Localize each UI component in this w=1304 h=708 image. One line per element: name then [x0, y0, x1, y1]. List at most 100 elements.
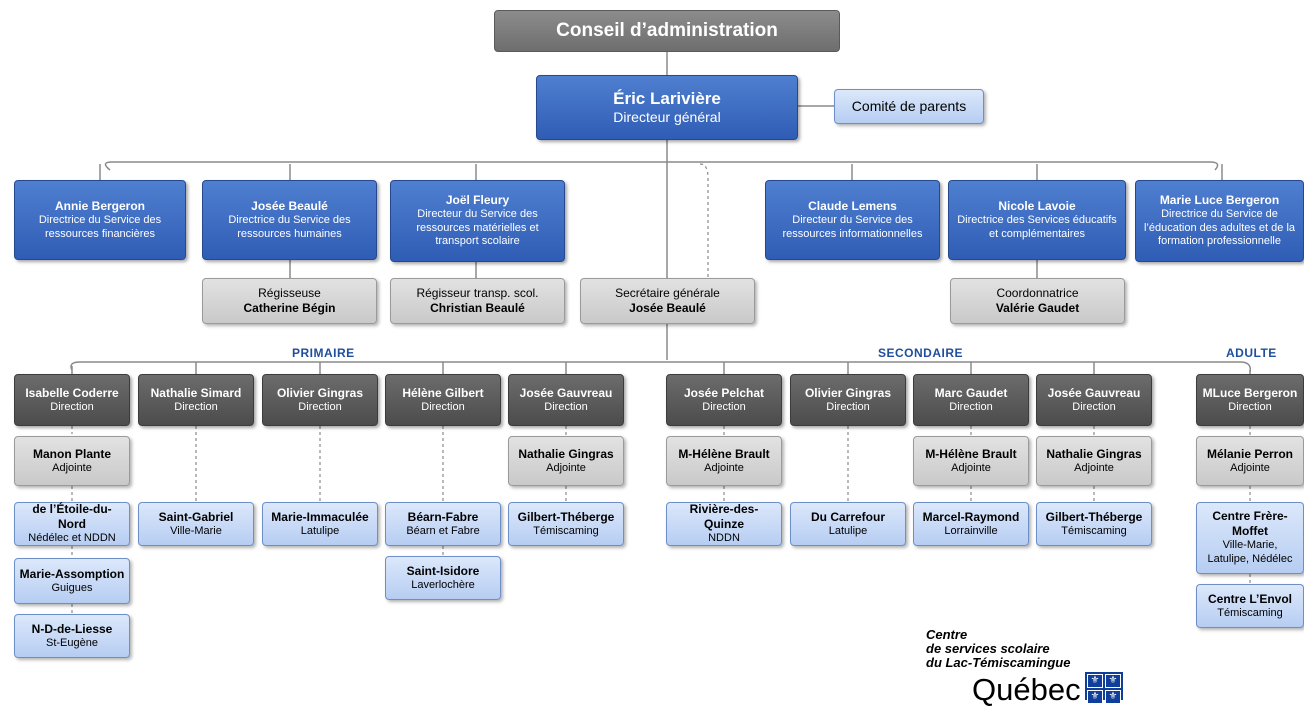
staff-box-coordinator: Coordonnatrice Valérie Gaudet [950, 278, 1125, 324]
adjoint-role: Adjointe [704, 461, 744, 474]
adjoint-role: Adjointe [1074, 461, 1114, 474]
section-label-primaire: PRIMAIRE [292, 346, 355, 360]
dg-title: Directeur général [613, 109, 721, 126]
school-place: St-Eugène [46, 636, 98, 649]
staff-name: Josée Beaulé [629, 301, 706, 315]
staff-name: Catherine Bégin [243, 301, 336, 315]
direction-box: Nathalie Simard Direction [138, 374, 254, 426]
school-place: NDDN [708, 532, 740, 545]
school-place: Latulipe [828, 524, 868, 537]
service-name: Annie Bergeron [54, 198, 145, 213]
school-place: Latulipe [300, 524, 340, 537]
school-box: Saint-Isidore Laverlochère [385, 556, 501, 600]
direction-name: Josée Gauvreau [1047, 385, 1141, 400]
logo-quebec: Québec [972, 672, 1081, 707]
adjoint-role: Adjointe [546, 461, 586, 474]
adjoint-role: Adjointe [951, 461, 991, 474]
school-box: Gilbert-Théberge Témiscaming [1036, 502, 1152, 546]
service-box-finances: Annie Bergeron Directrice du Service des… [14, 180, 186, 260]
direction-box: MLuce Bergeron Direction [1196, 374, 1304, 426]
direction-box: Isabelle Coderre Direction [14, 374, 130, 426]
school-place: Laverlochère [411, 578, 475, 591]
service-box-human-resources: Josée Beaulé Directrice du Service des r… [202, 180, 377, 260]
logo-line1: Centre [926, 627, 968, 642]
board-label: Conseil d’administration [556, 20, 778, 42]
staff-name: Christian Beaulé [430, 301, 525, 315]
direction-name: MLuce Bergeron [1202, 385, 1298, 400]
direction-name: Olivier Gingras [276, 385, 364, 400]
school-name: Rivière-des-Quinze [689, 502, 759, 532]
school-box: Du Carrefour Latulipe [790, 502, 906, 546]
school-name: Gilbert-Théberge [517, 509, 615, 524]
service-name: Claude Lemens [808, 198, 897, 213]
service-name: Josée Beaulé [251, 198, 328, 213]
school-box: Rivière-des-Quinze NDDN [666, 502, 782, 546]
school-name: Saint-Gabriel [158, 509, 234, 524]
service-box-material-resources: Joël Fleury Directeur du Service des res… [390, 180, 565, 262]
staff-role: Régisseur transp. scol. [416, 286, 539, 300]
adjoint-role: Adjointe [1230, 461, 1270, 474]
fleur-de-lys-icon: ⚜⚜⚜⚜ [1085, 672, 1123, 704]
logo-line2: de services scolaire [926, 641, 1050, 656]
parents-committee-label: Comité de parents [851, 97, 967, 114]
direction-role: Direction [1228, 400, 1272, 413]
direction-name: Olivier Gingras [804, 385, 892, 400]
school-place: Ville-Marie, Latulipe, Nédélec [1207, 539, 1293, 565]
service-box-information-resources: Claude Lemens Directeur du Service des r… [765, 180, 940, 260]
service-title: Directrice du Service des ressources hum… [228, 213, 351, 240]
staff-box-regisseuse: Régisseuse Catherine Bégin [202, 278, 377, 324]
school-name: Marcel-Raymond [922, 509, 1020, 524]
staff-role: Régisseuse [258, 286, 321, 300]
adjoint-name: Nathalie Gingras [1046, 446, 1142, 461]
direction-box: Josée Gauvreau Direction [508, 374, 624, 426]
adjoint-box: Manon Plante Adjointe [14, 436, 130, 486]
school-box: Centre L’Envol Témiscaming [1196, 584, 1304, 628]
adjoint-box: Nathalie Gingras Adjointe [1036, 436, 1152, 486]
direction-role: Direction [174, 400, 218, 413]
direction-role: Direction [50, 400, 94, 413]
direction-name: Josée Pelchat [683, 385, 765, 400]
school-place: Témiscaming [1061, 524, 1127, 537]
school-place: Lorrainville [944, 524, 998, 537]
school-name: de l’Étoile-du-Nord [32, 502, 112, 532]
school-box: de l’Étoile-du-Nord Nédélec et NDDN [14, 502, 130, 546]
direction-box: Olivier Gingras Direction [262, 374, 378, 426]
dg-name: Éric Larivière [613, 89, 721, 109]
adjoint-name: Mélanie Perron [1206, 446, 1294, 461]
school-place: Témiscaming [1217, 606, 1283, 619]
school-box: Marie-Assomption Guigues [14, 558, 130, 604]
school-name: N-D-de-Liesse [31, 621, 113, 636]
service-title: Directrice du Service de l’éducation des… [1143, 207, 1296, 248]
school-name: Centre L’Envol [1207, 591, 1293, 606]
adjoint-name: M-Hélène Brault [678, 446, 770, 461]
service-name: Nicole Lavoie [998, 198, 1076, 213]
adjoint-role: Adjointe [52, 461, 92, 474]
service-name: Joël Fleury [445, 192, 510, 207]
school-name: Marie-Immaculée [271, 509, 369, 524]
school-name: Saint-Isidore [406, 563, 480, 578]
school-place: Guigues [51, 581, 93, 594]
school-name: Centre Frère-Moffet [1212, 509, 1288, 539]
adjoint-box: Nathalie Gingras Adjointe [508, 436, 624, 486]
school-box: Béarn-Fabre Béarn et Fabre [385, 502, 501, 546]
staff-role: Secrétaire générale [615, 286, 720, 300]
direction-box: Marc Gaudet Direction [913, 374, 1029, 426]
staff-box-secretary: Secrétaire générale Josée Beaulé [580, 278, 755, 324]
school-name: Marie-Assomption [19, 566, 125, 581]
adjoint-name: M-Hélène Brault [925, 446, 1017, 461]
adjoint-name: Manon Plante [32, 446, 111, 461]
direction-name: Isabelle Coderre [25, 385, 119, 400]
service-box-educational-services: Nicole Lavoie Directrice des Services éd… [948, 180, 1126, 260]
service-title: Directrice du Service des ressources fin… [38, 213, 162, 240]
direction-box: Josée Pelchat Direction [666, 374, 782, 426]
service-title: Directeur du Service des ressources maté… [416, 207, 539, 248]
direction-name: Josée Gauvreau [519, 385, 613, 400]
school-box: Gilbert-Théberge Témiscaming [508, 502, 624, 546]
school-name: Béarn-Fabre [407, 509, 479, 524]
direction-role: Direction [826, 400, 870, 413]
board-box: Conseil d’administration [494, 10, 840, 52]
service-title: Directeur du Service des ressources info… [782, 213, 923, 240]
direction-role: Direction [949, 400, 993, 413]
section-label-secondaire: SECONDAIRE [878, 346, 964, 360]
